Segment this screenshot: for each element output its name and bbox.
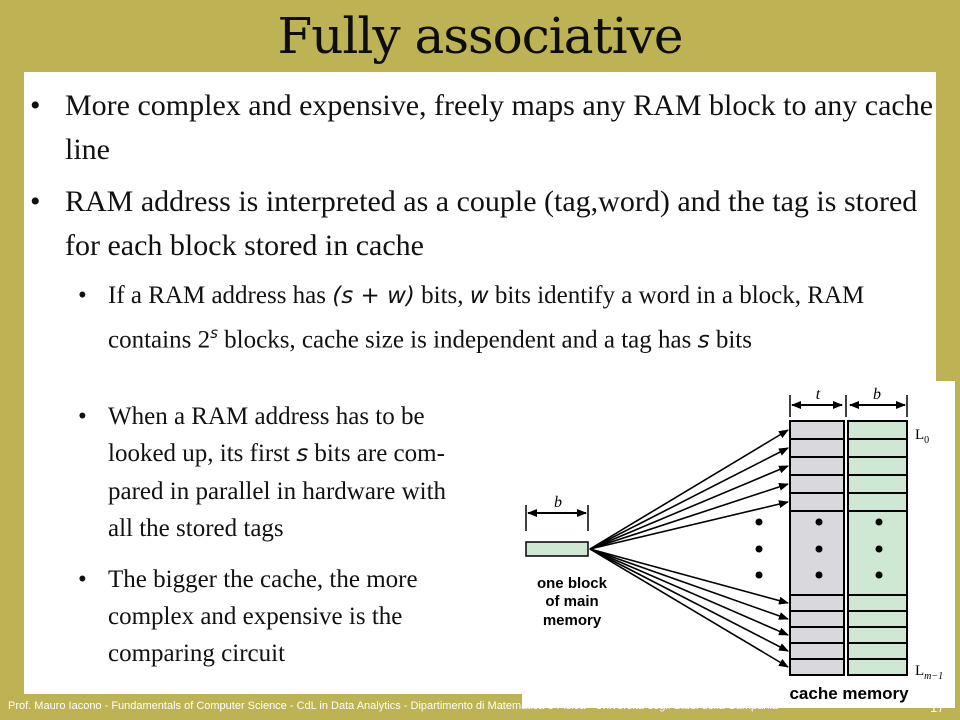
block-caption-3: memory bbox=[543, 612, 602, 629]
line-l0-label: L0 bbox=[915, 427, 929, 446]
b-label: b bbox=[873, 386, 881, 403]
ellipsis-dots bbox=[755, 518, 883, 579]
sub-bullet-1: If a RAM address has (s + w) bits, w bit… bbox=[108, 282, 865, 354]
block-caption-1: one block bbox=[537, 575, 608, 592]
line-lm-label: Lm−1 bbox=[915, 663, 943, 682]
mapping-arrow bbox=[589, 447, 789, 550]
mapping-arrow bbox=[589, 548, 789, 652]
mapping-arrow bbox=[589, 429, 789, 550]
mapping-arrow bbox=[589, 465, 789, 550]
sub-bullet-marker: • bbox=[78, 403, 87, 430]
mapping-arrow bbox=[589, 548, 789, 605]
mapping-arrow bbox=[589, 548, 789, 636]
sub-bullet-marker: • bbox=[78, 566, 87, 593]
bullet-marker: • bbox=[30, 185, 41, 218]
column-gap bbox=[844, 419, 848, 677]
cache-diagram-svg: t b L0 Lm−1 b one block of main memory c… bbox=[525, 386, 943, 703]
mapping-arrow bbox=[589, 548, 789, 668]
sub-bullet-2: When a RAM address has to be looked up, … bbox=[108, 403, 447, 542]
sub-bullet-marker: • bbox=[78, 282, 87, 309]
main-memory-block bbox=[525, 541, 589, 557]
bullet-1: More complex and expensive, freely maps … bbox=[65, 89, 934, 166]
bullet-2: RAM address is interpreted as a couple (… bbox=[65, 185, 918, 262]
page-number: 17 bbox=[930, 700, 945, 715]
mapping-arrow bbox=[589, 483, 789, 550]
cache-memory-label: cache memory bbox=[789, 684, 909, 703]
footer-text: Prof. Mauro Iacono - Fundamentals of Com… bbox=[8, 700, 778, 712]
sub-bullet-3: The bigger the cache, the more complex a… bbox=[108, 566, 418, 667]
mapping-arrow bbox=[589, 548, 789, 620]
t-label: t bbox=[816, 386, 821, 403]
block-caption-2: of main bbox=[545, 593, 598, 610]
mapping-arrow bbox=[589, 500, 789, 550]
slide-title: Fully associative bbox=[277, 7, 684, 65]
cache-diagram: t b L0 Lm−1 b one block of main memory c… bbox=[522, 381, 955, 708]
mapping-arrows bbox=[589, 429, 789, 668]
bullet-marker: • bbox=[30, 89, 41, 122]
block-b-label: b bbox=[554, 494, 562, 511]
